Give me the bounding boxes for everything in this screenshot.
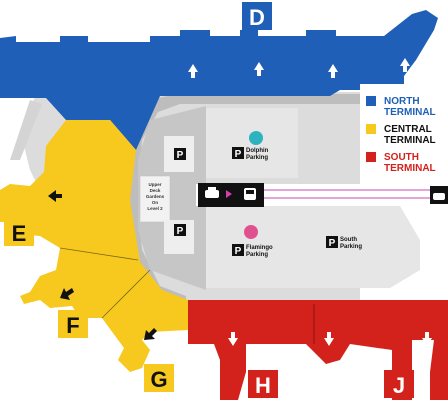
arrow-up-icon [400,58,410,72]
south-terminal-zone [188,300,448,400]
legend-central-swatch [366,124,376,134]
concourse-e-label: E [12,221,27,246]
flamingo-parking-sign: P Flamingo Parking [232,225,273,258]
legend-central-line2: TERMINAL [384,135,436,146]
svg-text:P: P [177,226,184,237]
dolphin-parking-sign: P Dolphin Parking [232,131,269,161]
south-garage [298,206,420,288]
central-terminal-zone [0,120,188,372]
legend-north-line1: NORTH [384,96,420,107]
garage-p2-sign: P [174,224,186,237]
legend-north-line2: TERMINAL [384,107,436,118]
north-terminal-zone [0,10,438,150]
dolphin-parking-line1: Dolphin [246,148,269,154]
concourse-d-badge [242,2,272,30]
arrow-left-icon [60,288,74,300]
concourse-g-badge [144,364,174,392]
svg-text:P: P [235,246,242,257]
upper-deck-garden [139,175,171,223]
upper-deck-label: Upper Deck Gardens On Level 2 [146,182,165,211]
svg-text:Upper: Upper [148,182,161,187]
legend-south-line1: SOUTH [384,152,419,163]
dolphin-icon [249,131,263,145]
parking-icon [232,147,244,159]
concourse-j-label: J [393,373,405,398]
garage-p1-sign: P [174,148,186,161]
legend-south-swatch [366,152,376,162]
arrow-up-icon [328,64,338,78]
south-parking-line2: Parking [340,244,362,250]
arrow-up-icon [188,64,198,78]
service-road-left [10,100,42,160]
arrow-down-icon [228,332,238,346]
arrow-left-icon [226,190,232,198]
south-parking-sign: P South Parking [326,236,362,250]
dolphin-parking-line2: Parking [246,155,268,161]
south-parking-line1: South [340,237,357,243]
taxi-icon [433,193,445,200]
arrow-down-icon [144,328,157,340]
svg-text:P: P [329,238,336,249]
concourse-d-label: D [249,5,265,30]
legend: NORTH TERMINAL CENTRAL TERMINAL SOUTH TE… [360,84,448,178]
concourse-j-badge [384,370,414,398]
central-divider-2 [101,269,151,319]
concourse-f-badge [58,310,88,338]
arrow-left-icon [48,190,62,202]
flamingo-parking-line2: Parking [246,252,268,258]
flamingo-parking-line1: Flamingo [246,245,273,251]
arrow-down-icon [422,332,432,346]
legend-south-line2: TERMINAL [384,163,436,174]
svg-text:Gardens: Gardens [146,194,165,199]
central-divider-1 [59,247,139,261]
flamingo-garage [206,206,298,288]
parking-icon [174,148,186,160]
parking-icon [232,244,244,256]
concourse-f-label: F [66,313,79,338]
concourse-h-label: H [255,373,271,398]
svg-text:Deck: Deck [150,188,161,193]
taxi-icon [205,187,219,198]
legend-north-swatch [366,96,376,106]
train-icon [244,188,256,200]
svg-text:On: On [152,200,159,205]
svg-text:Level 2: Level 2 [147,206,163,211]
arrow-down-icon [324,332,334,346]
arrow-up-icon [254,62,264,76]
legend-central-line1: CENTRAL [384,124,432,135]
concourse-h-badge [248,370,278,398]
flamingo-icon [244,225,258,239]
svg-text:P: P [177,150,184,161]
concourse-e-badge [4,218,34,246]
concourse-g-label: G [150,367,167,392]
parking-icon [326,236,338,248]
svg-text:P: P [235,149,242,160]
parking-icon [174,224,186,236]
